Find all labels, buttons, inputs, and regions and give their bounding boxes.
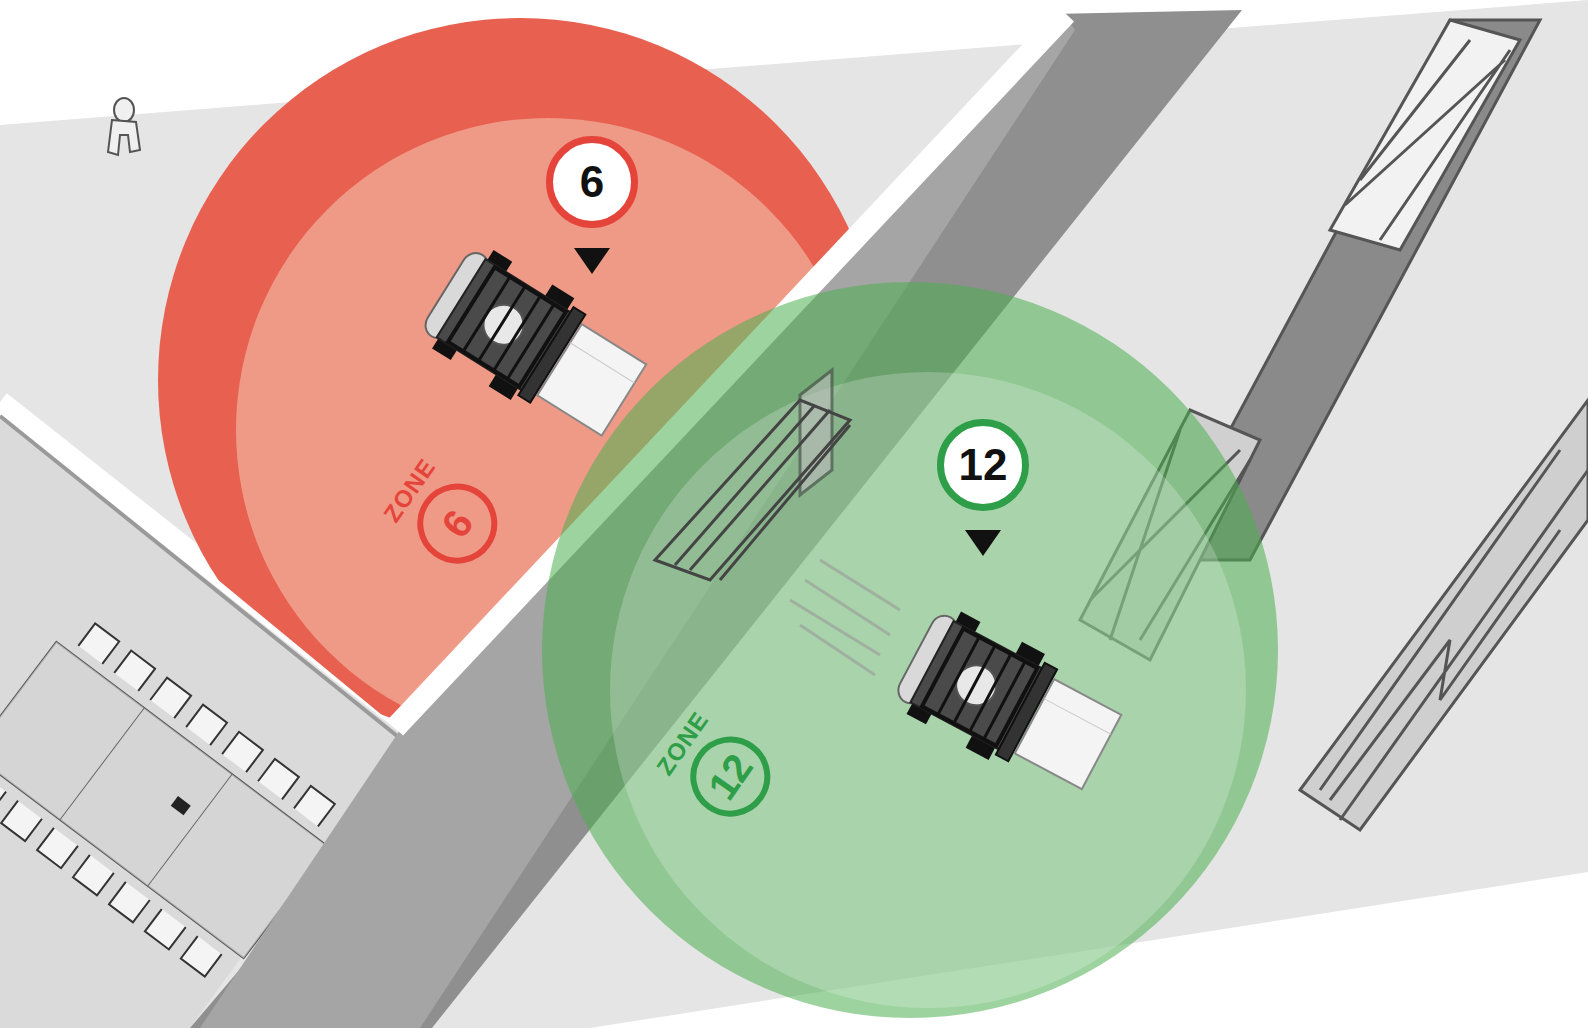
green-zone (542, 282, 1278, 1018)
motion-lines (800, 625, 875, 675)
meeting-room (181, 936, 222, 976)
meeting-room (186, 705, 227, 745)
green-zone (610, 372, 1246, 1008)
meeting-room (148, 774, 232, 886)
speed-limit-number: 6 (580, 160, 604, 204)
meeting-room (1, 801, 42, 841)
zone-label: ZONE12 (650, 704, 786, 833)
person (108, 120, 140, 155)
barrier (675, 405, 850, 580)
meeting-room (78, 623, 119, 663)
zone-word: ZONE (380, 455, 440, 527)
barrier (655, 370, 850, 580)
meeting-room (0, 774, 6, 814)
meeting-room (294, 786, 335, 826)
meeting-room (222, 732, 263, 772)
meeting-room (60, 708, 144, 820)
zone-label: ZONE6 (377, 451, 513, 580)
speed-limit-number: 12 (959, 443, 1008, 487)
racking (1320, 450, 1588, 820)
meeting-room (171, 796, 191, 815)
pointer-triangle (574, 248, 610, 274)
green-zone (542, 282, 1278, 1018)
motion-lines (820, 560, 900, 610)
meeting-room (258, 759, 299, 799)
meeting-room (37, 828, 78, 868)
meeting-room (109, 882, 150, 922)
motion-lines (805, 580, 890, 635)
forklift-red (414, 238, 656, 451)
speed-sign: 6 (546, 136, 638, 228)
meeting-room (73, 855, 114, 895)
barrier (800, 370, 832, 495)
person (114, 98, 134, 122)
meeting-room (150, 678, 191, 718)
person (108, 98, 140, 155)
meeting-room (145, 909, 186, 949)
forklift-green (888, 600, 1130, 805)
barrier (655, 400, 850, 580)
motion-lines (790, 560, 900, 675)
meeting-room (114, 651, 155, 691)
racking (1345, 40, 1510, 240)
racking (1300, 400, 1588, 830)
speed-sign: 12 (937, 419, 1029, 511)
pointer-triangle (965, 530, 1001, 556)
racking (1330, 20, 1520, 250)
